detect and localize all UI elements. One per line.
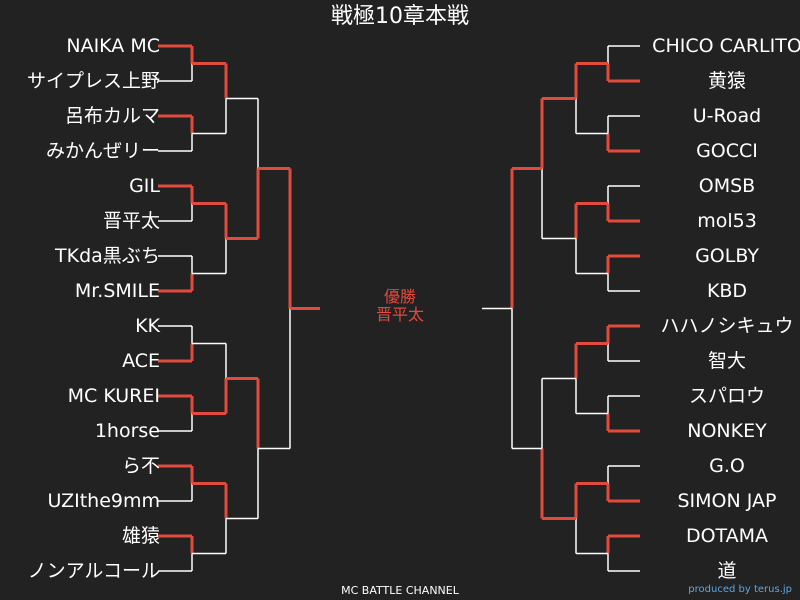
left-entrant-14: UZIthe9mm <box>47 490 160 512</box>
footer-channel: MC BATTLE CHANNEL <box>341 584 459 597</box>
right-entrant-14: SIMON JAP <box>677 490 777 512</box>
right-entrant-15: DOTAMA <box>685 525 769 547</box>
right-entrant-9: ハハノシキュウ <box>660 315 794 337</box>
left-entrant-3: 呂布カルマ <box>64 105 160 127</box>
champion-label: 優勝 <box>383 287 416 306</box>
left-entrant-13: ら不 <box>121 455 160 477</box>
right-entrant-4: GOCCI <box>696 140 758 162</box>
left-entrant-9: KK <box>135 315 160 337</box>
left-entrant-11: MC KUREI <box>67 385 160 407</box>
right-entrant-1: CHICO CARLITO <box>652 35 800 57</box>
right-entrant-16: 道 <box>717 560 737 582</box>
left-entrant-6: 晋平太 <box>102 210 160 232</box>
left-entrant-7: TKda黒ぶち <box>55 245 160 267</box>
right-entrant-10: 智大 <box>707 350 746 372</box>
right-entrant-12: NONKEY <box>687 420 767 442</box>
right-entrant-2: 黄猿 <box>707 70 746 92</box>
right-entrant-11: スパロウ <box>688 385 765 407</box>
left-entrant-5: GIL <box>129 175 160 197</box>
left-entrant-12: 1horse <box>94 420 160 442</box>
left-entrant-15: 雄猿 <box>121 525 160 547</box>
credit-link[interactable]: produced by terus.jp <box>688 584 792 595</box>
right-entrant-6: mol53 <box>697 210 757 232</box>
left-entrant-4: みかんぜリー <box>45 140 160 162</box>
right-entrant-8: KBD <box>706 280 748 302</box>
page-title: 戦極10章本戦 <box>331 4 469 29</box>
left-entrant-2: サイプレス上野 <box>26 70 160 92</box>
champion-name: 晋平太 <box>375 305 424 324</box>
right-entrant-13: G.O <box>709 455 745 477</box>
right-entrant-7: GOLBY <box>695 245 759 267</box>
right-entrant-5: OMSB <box>698 175 756 197</box>
left-entrant-8: Mr.SMILE <box>74 280 160 302</box>
left-entrant-16: ノンアルコール <box>27 560 160 582</box>
right-entrant-3: U-Road <box>692 105 762 127</box>
left-entrant-10: ACE <box>122 350 160 372</box>
left-entrant-1: NAIKA MC <box>66 35 160 57</box>
